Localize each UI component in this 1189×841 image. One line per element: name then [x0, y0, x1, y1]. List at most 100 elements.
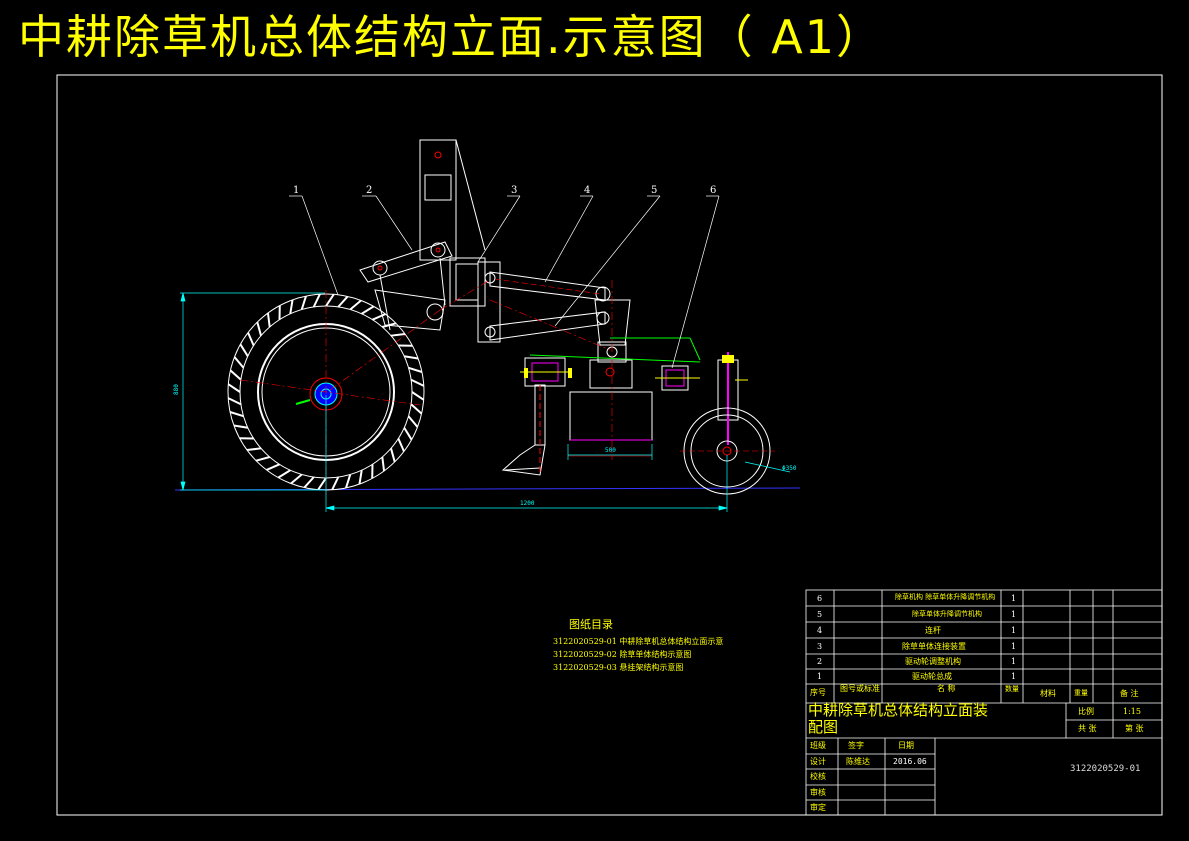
bom-qty-1: 1 [1011, 672, 1017, 681]
bom-header-no: 序号 [810, 688, 826, 697]
tyre-tread [372, 313, 386, 321]
tyre-tread [361, 305, 375, 315]
bom-name-2: 驱动轮调整机构 [905, 657, 961, 666]
drawing-directory: 图纸目录 3122020529-01 中耕除草机总体结构立面示意 3122020… [553, 618, 723, 674]
drawing-title: 中耕除草机总体结构立面.示意图（ A1） [18, 10, 884, 64]
tyre-tread [312, 293, 321, 308]
title-block-drawing-name: 中耕除草机总体结构立面装配图 [808, 701, 989, 736]
sheet-total-label: 共 张 [1078, 724, 1097, 733]
tyre-tread [358, 470, 363, 485]
part-number-3: 3 [511, 185, 517, 196]
tyre-tread [303, 476, 315, 489]
role-review: 审核 [810, 788, 826, 797]
tyre-tread [411, 391, 425, 401]
parallel-links [489, 271, 611, 341]
bom-header-note: 备 注 [1120, 689, 1139, 698]
front-clamp [520, 357, 572, 387]
directory-item-1: 3122020529-01 中耕除草机总体结构立面示意 [553, 637, 724, 646]
designer-name: 陈维达 [846, 757, 870, 766]
directory-item-3: 3122020529-03 悬挂架结构示意图 [553, 663, 684, 672]
leader-lines [289, 195, 720, 369]
tyre-tread [390, 332, 406, 337]
directory-item-2: 3122020529-02 除草单体结构示意图 [553, 650, 692, 659]
tyre-tread [410, 403, 423, 415]
drive-wheel [227, 290, 425, 495]
tyre-tread [266, 463, 280, 471]
bom-name-5: 除草单体升降调节机构 [912, 610, 982, 618]
tyre-tread [277, 469, 291, 479]
rotary-drum [568, 391, 653, 457]
sign-label: 签字 [848, 741, 864, 750]
bom-no-3: 3 [817, 642, 823, 651]
tyre-tread [407, 415, 419, 428]
tyre-tread [290, 473, 303, 485]
role-design: 设计 [810, 757, 826, 766]
bom-header-qty: 数量 [1005, 685, 1019, 693]
bom-header-weight: 重量 [1074, 689, 1088, 697]
part-number-5: 5 [651, 185, 657, 196]
bom-header-material: 材料 [1040, 689, 1056, 698]
tyre-tread [266, 312, 271, 328]
tyre-tread [300, 295, 307, 310]
tyre-tread [255, 456, 270, 462]
bom-qty-2: 1 [1011, 657, 1017, 666]
bom-no-6: 6 [817, 594, 823, 603]
tyre-tread [227, 383, 241, 393]
centre-lines [329, 279, 613, 460]
tyre-tread [403, 427, 413, 441]
bom-qty-5: 1 [1011, 610, 1017, 619]
dim-width: 500 [605, 447, 616, 454]
tyre-tread [349, 299, 362, 311]
bom-no-5: 5 [817, 610, 823, 619]
bom-no-1: 1 [817, 672, 823, 681]
tyre-tread [256, 321, 262, 336]
role-class: 班级 [810, 741, 826, 750]
bom-name-3: 除草单体连接装置 [902, 642, 966, 651]
bom-no-4: 4 [817, 626, 823, 635]
bom-qty-3: 1 [1011, 642, 1017, 651]
tyre-tread [331, 476, 340, 491]
bom-no-2: 2 [817, 657, 823, 666]
sheet-index-label: 第 张 [1125, 724, 1144, 733]
title-block-grid [805, 589, 1163, 816]
tyre-tread [404, 355, 419, 360]
tyre-tread [337, 295, 349, 308]
drawing-number: 3122020529-01 [1070, 764, 1141, 774]
bom-qty-4: 1 [1011, 626, 1017, 635]
part-number-1: 1 [293, 185, 299, 196]
date-label: 日期 [898, 741, 914, 750]
tyre-tread [410, 378, 425, 387]
tyre-tread [381, 456, 386, 472]
hitch-mast [419, 139, 486, 261]
weeding-tine [501, 384, 546, 476]
design-date: 2016.06 [893, 757, 927, 766]
bom-name-6: 除草机构 除草单体升降调节机构 [895, 593, 996, 601]
lift-adjust-unit [589, 299, 633, 389]
tyre-tread [408, 366, 423, 373]
tyre-tread [247, 332, 255, 346]
dim-length: 1200 [520, 500, 535, 507]
part-number-4: 4 [584, 185, 590, 196]
bom-name-1: 驱动轮总成 [912, 672, 952, 681]
role-approve: 审定 [810, 803, 826, 812]
rear-clamp [655, 352, 748, 445]
dimensions [180, 292, 791, 512]
part-number-2: 2 [366, 185, 372, 196]
tyre-tread [390, 448, 396, 463]
role-check: 校核 [810, 772, 826, 781]
tyre-tread [325, 293, 335, 307]
tyre-tread [289, 299, 294, 314]
connection-frame [449, 257, 501, 343]
tyre-tread [345, 474, 352, 489]
adjusting-link [359, 241, 453, 331]
tyre-tread [317, 477, 327, 491]
tyre-tread [233, 424, 248, 429]
weeding-unit-frame [529, 337, 701, 363]
bom-header-code: 图号或标准 [840, 684, 880, 693]
tyre-tread [233, 356, 245, 369]
part-number-6: 6 [710, 185, 716, 196]
scale-label: 比例 [1078, 707, 1094, 716]
bom-name-4: 连杆 [925, 626, 941, 635]
bom-header-name: 名 称 [937, 684, 956, 693]
